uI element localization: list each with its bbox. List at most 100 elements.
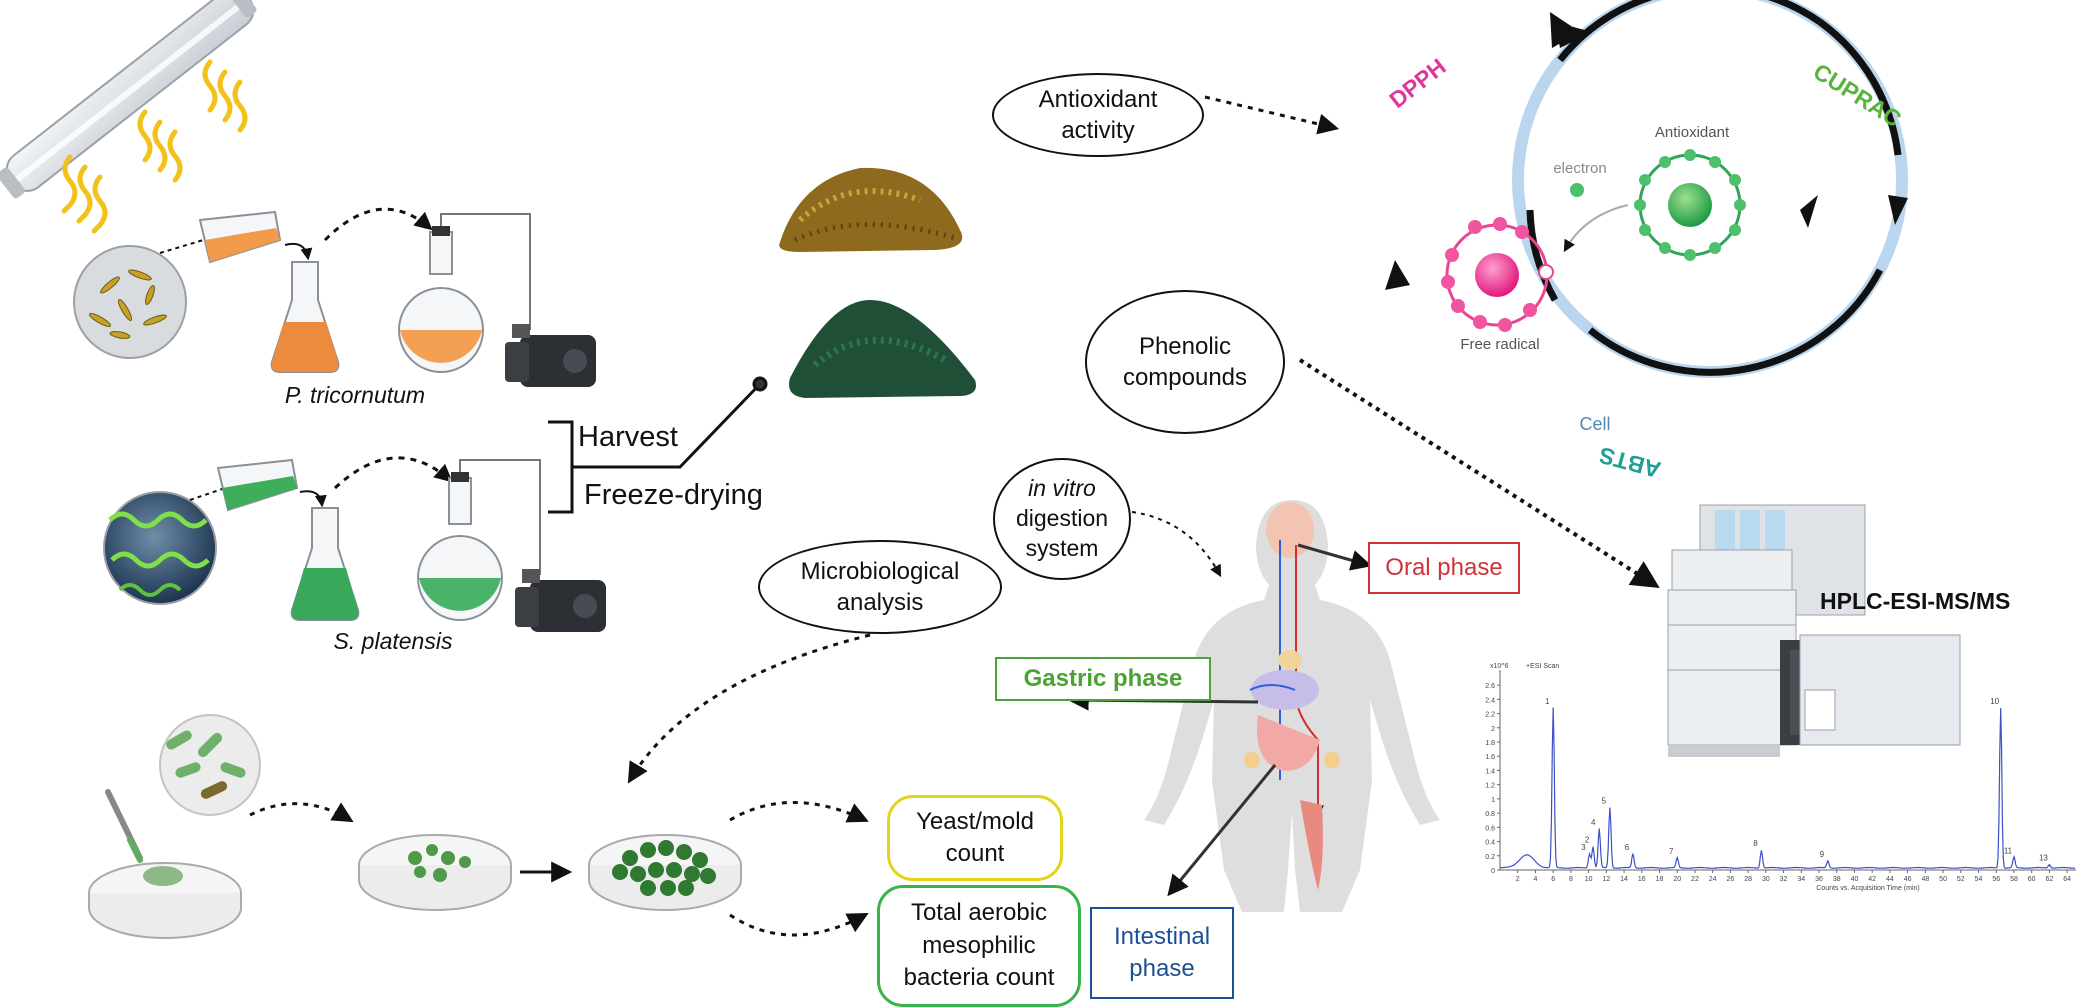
gastric-phase-box: Gastric phase bbox=[995, 657, 1211, 701]
in-vitro-italic-label: in vitro bbox=[1028, 475, 1096, 502]
intestinal-phase-box: Intestinal phase bbox=[1090, 907, 1234, 999]
green-erlenmeyer-flask-icon bbox=[290, 507, 360, 621]
in-vitro-digestion-oval: in vitro digestion system bbox=[993, 458, 1131, 580]
chromatogram-x-tick-label: 56 bbox=[1992, 876, 2000, 883]
s-platensis-label: S. platensis bbox=[333, 628, 453, 654]
chromatogram-y-tick-label: 1.4 bbox=[1485, 768, 1495, 775]
chromatogram-peak-label: 6 bbox=[1625, 843, 1630, 852]
intestinal-line-2: phase bbox=[1129, 955, 1195, 982]
chromatogram-x-tick-label: 28 bbox=[1744, 876, 1752, 883]
microbiological-analysis-oval: Microbiological analysis bbox=[758, 540, 1002, 634]
harvest-bracket bbox=[548, 376, 768, 514]
chromatogram-x-tick-label: 26 bbox=[1727, 876, 1735, 883]
chromatogram-x-tick-label: 46 bbox=[1904, 876, 1912, 883]
to-aerobic-count-arrow bbox=[729, 913, 869, 937]
green-round-flask-icon bbox=[417, 459, 541, 621]
chromatogram-x-tick-label: 58 bbox=[2010, 876, 2018, 883]
chromatogram-peak-label: 10 bbox=[1990, 697, 1999, 706]
transfer-arrow bbox=[333, 456, 453, 490]
chromatogram-x-tick-label: 50 bbox=[1939, 876, 1947, 883]
orange-erlenmeyer-flask-icon bbox=[270, 261, 340, 373]
aerobic-line-1: Total aerobic bbox=[910, 899, 1048, 927]
aerobic-count-box: Total aerobic mesophilic bacteria count bbox=[877, 885, 1081, 1007]
chromatogram-x-tick-label: 38 bbox=[1833, 876, 1841, 883]
digestion-line: digestion bbox=[1015, 505, 1109, 532]
chromatogram-y-tick-label: 0.8 bbox=[1485, 811, 1495, 818]
diatom-microscope-icon bbox=[73, 245, 187, 359]
chromatogram-peak-label: 2 bbox=[1585, 836, 1590, 845]
chromatogram-y-header: x10^6 bbox=[1490, 663, 1509, 670]
pour-arrow bbox=[299, 490, 327, 508]
to-yeast-count-arrow bbox=[729, 801, 869, 823]
oral-phase-arrow bbox=[1297, 543, 1373, 571]
chromatogram-x-tick-label: 4 bbox=[1533, 876, 1537, 883]
chromatogram-x-tick-label: 34 bbox=[1797, 876, 1805, 883]
chromatogram-y-tick-label: 2.6 bbox=[1485, 683, 1495, 690]
chromatogram-x-tick-label: 8 bbox=[1569, 876, 1573, 883]
petri-dish-inoculation-icon bbox=[88, 862, 242, 939]
chromatogram-peak-label: 8 bbox=[1753, 839, 1758, 848]
intestinal-phase-arrow bbox=[1167, 764, 1277, 897]
chromatogram-y-tick-label: 0.2 bbox=[1485, 854, 1495, 861]
antioxidant-line-2: activity bbox=[1061, 117, 1135, 144]
microbiological-line-2: analysis bbox=[836, 589, 924, 616]
chromatogram-x-tick-label: 40 bbox=[1851, 876, 1859, 883]
chromatogram-peak-label: 3 bbox=[1581, 843, 1586, 852]
chromatogram-x-tick-label: 60 bbox=[2028, 876, 2036, 883]
chromatogram-y-tick-label: 0.4 bbox=[1485, 840, 1495, 847]
chromatogram-x-tick-label: 30 bbox=[1762, 876, 1770, 883]
chromatogram-y-tick-label: 2.2 bbox=[1485, 712, 1495, 719]
chromatogram-x-tick-label: 14 bbox=[1620, 876, 1628, 883]
chromatogram-peak-label: 13 bbox=[2039, 853, 2048, 862]
phenolic-compounds-oval: Phenolic compounds bbox=[1085, 290, 1285, 434]
chromatogram-x-axis-label: Counts vs. Acquisition Time (min) bbox=[1816, 885, 1919, 892]
human-body-icon bbox=[1144, 500, 1440, 912]
chromatogram-scan-header: +ESI Scan bbox=[1526, 663, 1559, 670]
chromatogram-peak-label: 11 bbox=[2004, 846, 2013, 855]
electron-icon bbox=[1570, 183, 1584, 197]
chromatogram-x-tick-label: 22 bbox=[1691, 876, 1699, 883]
light-rays-icon bbox=[61, 59, 248, 234]
aerobic-line-2: mesophilic bbox=[922, 931, 1036, 959]
chromatogram-y-tick-label: 2.4 bbox=[1485, 697, 1495, 704]
digestion-to-body-arrow bbox=[1131, 511, 1222, 578]
hplc-instrument-icon bbox=[1667, 504, 1961, 757]
chromatogram-x-tick-label: 62 bbox=[2046, 876, 2054, 883]
chromatogram-x-tick-label: 16 bbox=[1638, 876, 1646, 883]
zoom-connector bbox=[189, 487, 226, 501]
transfer-arrow bbox=[323, 207, 433, 242]
yeast-line-2: count bbox=[945, 840, 1005, 867]
chromatogram-peak-label: 7 bbox=[1669, 847, 1674, 856]
harvest-label: Harvest bbox=[578, 421, 678, 453]
phenolic-line-2: compounds bbox=[1122, 364, 1248, 391]
air-pump-icon bbox=[505, 324, 596, 387]
hplc-title: HPLC-ESI-MS/MS bbox=[1820, 588, 2011, 614]
system-line: system bbox=[1025, 534, 1099, 561]
bacteria-inset-icon bbox=[159, 714, 261, 816]
antioxidant-cell-ring bbox=[1385, 0, 1908, 378]
yeast-line-1: Yeast/mold bbox=[916, 807, 1034, 835]
plate-transfer-arrow bbox=[249, 802, 354, 823]
free-radical-label: Free radical bbox=[1460, 336, 1540, 353]
chromatogram-x-tick-label: 12 bbox=[1602, 876, 1610, 883]
chromatogram-peak-label: 9 bbox=[1820, 850, 1825, 859]
chromatogram-y-tick-label: 0 bbox=[1491, 868, 1495, 875]
chromatogram-x-tick-label: 6 bbox=[1551, 876, 1555, 883]
antioxidant-activity-oval: Antioxidant activity bbox=[992, 73, 1204, 157]
chromatogram-y-tick-label: 1.6 bbox=[1485, 754, 1495, 761]
chromatogram-x-tick-label: 54 bbox=[1975, 876, 1983, 883]
green-powder-icon bbox=[789, 300, 976, 398]
antioxidant-to-cell-arrow bbox=[1204, 95, 1340, 135]
antioxidant-molecule-icon bbox=[1634, 149, 1746, 261]
zoom-connector bbox=[159, 237, 211, 254]
antioxidant-line-1: Antioxidant bbox=[1038, 85, 1158, 113]
chromatogram-x-tick-label: 48 bbox=[1921, 876, 1929, 883]
brown-powder-icon bbox=[779, 167, 963, 252]
cell-label: Cell bbox=[1579, 414, 1611, 434]
p-tricornutum-label: P. tricornutum bbox=[284, 382, 426, 408]
petri-dish-colonies-icon bbox=[358, 834, 512, 911]
phenolic-to-hplc-arrow bbox=[1298, 358, 1660, 588]
light-lamp-icon bbox=[0, 0, 257, 199]
chromatogram-x-tick-label: 18 bbox=[1656, 876, 1664, 883]
electron-label: electron bbox=[1553, 160, 1607, 177]
